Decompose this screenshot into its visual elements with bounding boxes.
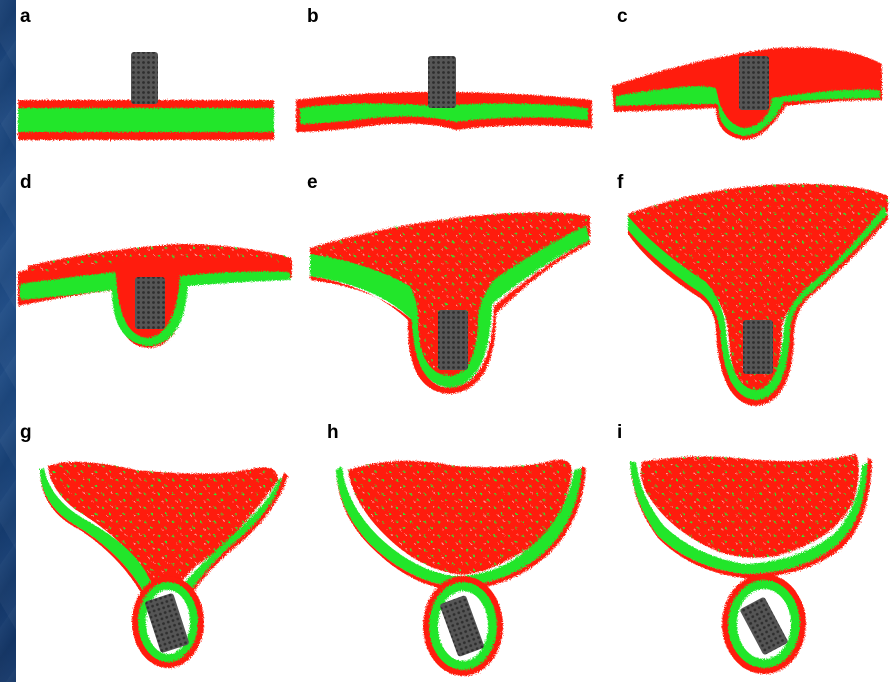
nanotube-f (743, 320, 773, 374)
nanotube-c (739, 56, 769, 110)
panel-a-drawing (18, 100, 274, 140)
membrane-drawings (16, 0, 892, 682)
nanotube-e (438, 310, 468, 370)
panel-i-drawing (630, 454, 872, 674)
nanotube-d (135, 277, 165, 329)
nanotube-a (131, 52, 158, 104)
simulation-figure: a b c d e f g h i (16, 0, 892, 682)
nanotube-b (428, 56, 456, 108)
